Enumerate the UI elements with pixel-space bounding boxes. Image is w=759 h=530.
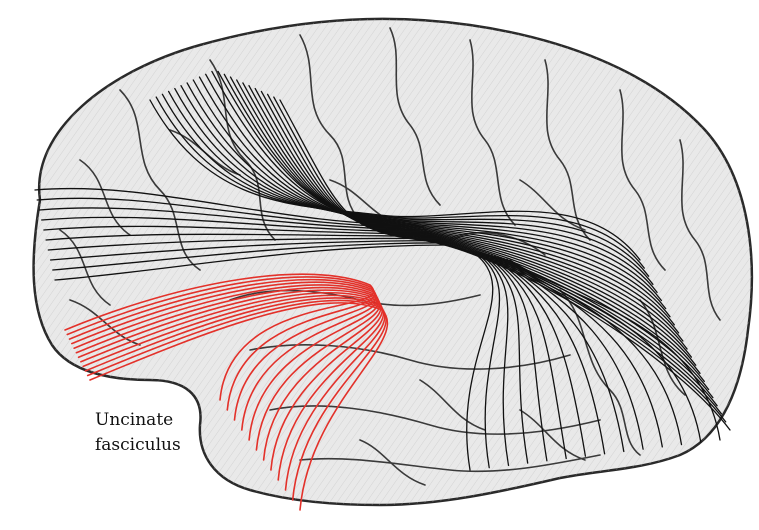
label-line-1: Uncinate [95,410,173,430]
label-line-2: fasciculus [95,435,181,455]
uncinate-fasciculus-label: Uncinate fasciculus [95,410,181,455]
